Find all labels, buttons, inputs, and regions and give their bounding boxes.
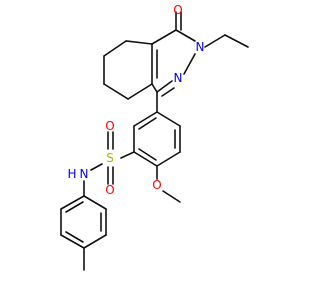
bond-n2-c1-double [161,87,175,97]
bond-b5-s [120,151,135,159]
sulfonyl-oxygen-lower-label: O [105,183,114,197]
bond-n2-c1 [156,80,173,93]
bond-t3-t4 [83,234,107,249]
bond-ethyl-ch2-ch3 [224,34,249,48]
bond-c8-c8a [127,83,153,100]
ketone-oxygen-label: O [173,3,182,17]
bond-t4-t5-double [65,231,84,243]
ring-nitrogen-n2-label: N [174,71,183,85]
bond-t4-t5 [60,234,85,249]
bond-n3-n2 [183,53,196,75]
bond-t6-t1 [60,195,85,210]
amide-nitrogen-label: N [80,167,89,181]
bond-c1-c8a [151,83,158,93]
bond-b1-b2 [156,111,181,127]
bond-c4a-c5 [125,40,153,45]
bond-n3-ethyl-ch2 [204,34,226,48]
chemical-structure-diagram: O N N S O O O N H [60,3,249,271]
bond-layer [60,11,249,271]
bond-b3-b4 [156,151,181,167]
bond-t1-t2 [83,195,107,210]
sulfur-label: S [106,151,114,165]
bond-b4-b5 [133,151,158,167]
bond-b6-b1 [133,111,158,127]
bond-c7-c8 [103,83,129,100]
bond-c4a-c4 [151,29,177,45]
bond-b4-b5-double [138,148,157,161]
amide-hydrogen-label: H [67,167,76,181]
bond-s-n [90,163,103,171]
bond-b6-b1-double [138,117,157,130]
atom-label-layer: O N N S O O O N H [67,3,204,197]
bond-c4-n3 [175,29,196,42]
bond-c5-c6 [103,40,127,57]
bond-o-methoxy-ch3 [162,190,181,203]
sulfonyl-oxygen-upper-label: O [105,119,114,133]
bond-t6-t1-double [65,201,84,213]
methoxy-oxygen-label: O [152,178,161,192]
ring-nitrogen-n3-label: N [196,40,205,54]
